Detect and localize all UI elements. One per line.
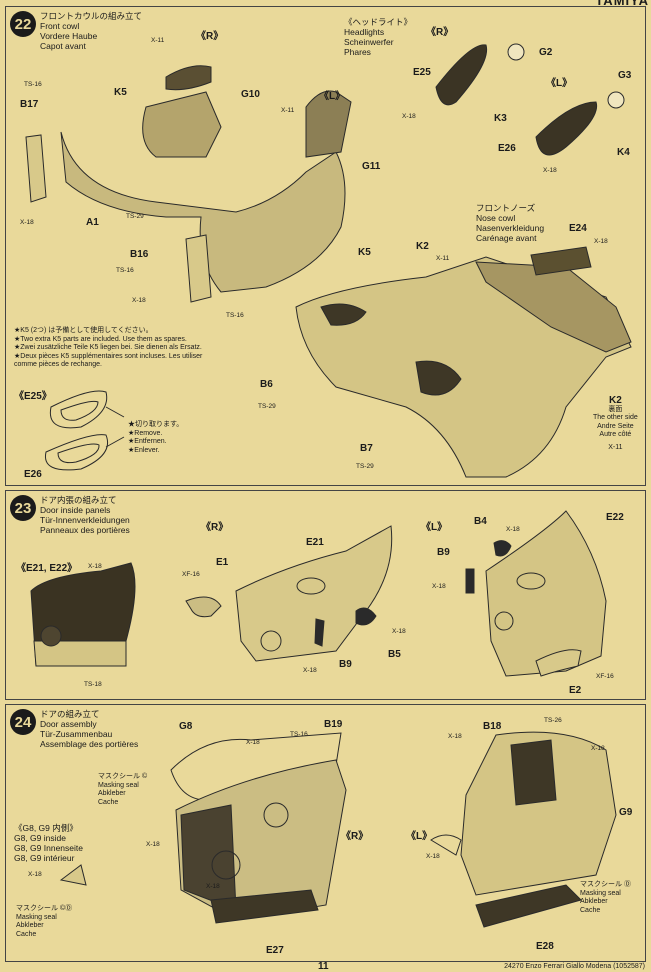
paint-ts16: TS-16 xyxy=(116,267,134,274)
tool-x18: X-18 xyxy=(594,238,608,245)
part-g2: G2 xyxy=(539,47,553,58)
part-b19: B19 xyxy=(324,719,343,730)
part-e24: E24 xyxy=(569,223,587,234)
part-b6: B6 xyxy=(260,379,273,390)
part-e27: E27 xyxy=(266,945,284,956)
part-b7: B7 xyxy=(360,443,373,454)
paint-ts16: TS-16 xyxy=(226,312,244,319)
side-r-label: 《R》 xyxy=(201,522,229,533)
brand-logo: TAMIYA xyxy=(595,0,649,8)
headlights-l-label: 《L》 xyxy=(546,78,573,89)
tool-x18: X-18 xyxy=(28,871,42,878)
headlights-r-label: 《R》 xyxy=(426,27,454,38)
part-g8: G8 xyxy=(179,721,193,732)
step-number-22: 22 xyxy=(10,11,36,37)
paint-ts18: TS-18 xyxy=(84,681,102,688)
tool-x18: X-18 xyxy=(20,219,34,226)
side-l-label: 《L》 xyxy=(406,831,433,842)
part-k4: K4 xyxy=(617,147,630,158)
tool-x18: X-18 xyxy=(543,167,557,174)
tool-x11: X-11 xyxy=(151,37,165,44)
step-number-23: 23 xyxy=(10,495,36,521)
step-23-drawing xyxy=(30,510,607,677)
part-a1: A1 xyxy=(86,217,99,228)
paint-ts29: TS-29 xyxy=(258,403,276,410)
part-k3: K3 xyxy=(494,113,507,124)
tool-x18: X-18 xyxy=(146,841,160,848)
paint-ts16: TS-16 xyxy=(24,81,42,88)
tool-x18: X-18 xyxy=(591,745,605,752)
part-e22: E22 xyxy=(606,512,624,523)
paint-xf16: XF-16 xyxy=(596,673,614,680)
part-b4: B4 xyxy=(474,516,487,527)
part-k5: K5 xyxy=(114,87,127,98)
tool-x18: X-18 xyxy=(392,628,406,635)
step-number-24: 24 xyxy=(10,709,36,735)
part-e1: E1 xyxy=(216,557,229,568)
side-r-label: 《R》 xyxy=(196,31,224,42)
paint-ts29: TS-29 xyxy=(126,213,144,220)
side-l-label: 《L》 xyxy=(319,91,346,102)
tool-x18: X-18 xyxy=(506,526,520,533)
tool-x18: X-18 xyxy=(448,733,462,740)
part-e26: E26 xyxy=(498,143,516,154)
tool-x18: X-18 xyxy=(402,113,416,120)
paint-ts29: TS-29 xyxy=(356,463,374,470)
part-e21: E21 xyxy=(306,537,324,548)
paint-ts16: TS-16 xyxy=(290,731,308,738)
part-b16: B16 xyxy=(130,249,149,260)
tool-x18: X-18 xyxy=(206,883,220,890)
remove-note: ★切り取ります。★Remove.★Entfernen.★Enlever. xyxy=(128,421,184,454)
spare-parts-note: ★K5 (2つ) は予備として使用してください。★Two extra K5 pa… xyxy=(14,327,203,369)
part-g3: G3 xyxy=(618,70,632,81)
step-24-drawing xyxy=(59,731,617,928)
part-k5: K5 xyxy=(358,247,371,258)
part-b9: B9 xyxy=(437,547,450,558)
part-b5: B5 xyxy=(388,649,401,660)
tool-x11: X-11 xyxy=(436,255,450,262)
page-number: 11 xyxy=(318,961,329,972)
part-b17: B17 xyxy=(20,99,39,110)
side-r-label: 《R》 xyxy=(341,831,369,842)
paint-xf16: XF-16 xyxy=(182,571,200,578)
part-g10: G10 xyxy=(241,89,260,100)
part-e28: E28 xyxy=(536,941,554,952)
side-l-label: 《L》 xyxy=(421,522,448,533)
e21-e22-label: 《E21, E22》 xyxy=(16,563,78,574)
part-b18: B18 xyxy=(483,721,502,732)
product-code: 24270 Enzo Ferrari Giallo Modena (105258… xyxy=(504,963,645,970)
step-22-drawing xyxy=(25,43,632,478)
paint-ts26: TS-26 xyxy=(544,717,562,724)
e25-detail-label: 《E25》 xyxy=(14,391,52,402)
part-e2: E2 xyxy=(569,685,582,696)
e26-detail-label: E26 xyxy=(24,469,42,480)
tool-x18: X-18 xyxy=(303,667,317,674)
tool-x18: X-18 xyxy=(426,853,440,860)
tool-x18: X-18 xyxy=(246,739,260,746)
part-e25: E25 xyxy=(413,67,431,78)
tool-x18: X-18 xyxy=(132,297,146,304)
part-g11: G11 xyxy=(362,161,381,172)
tool-x18: X-18 xyxy=(432,583,446,590)
part-b9: B9 xyxy=(339,659,352,670)
part-k2: K2 xyxy=(416,241,429,252)
part-g9: G9 xyxy=(619,807,633,818)
tool-x18: X-18 xyxy=(88,563,102,570)
tool-x11: X-11 xyxy=(281,107,295,114)
